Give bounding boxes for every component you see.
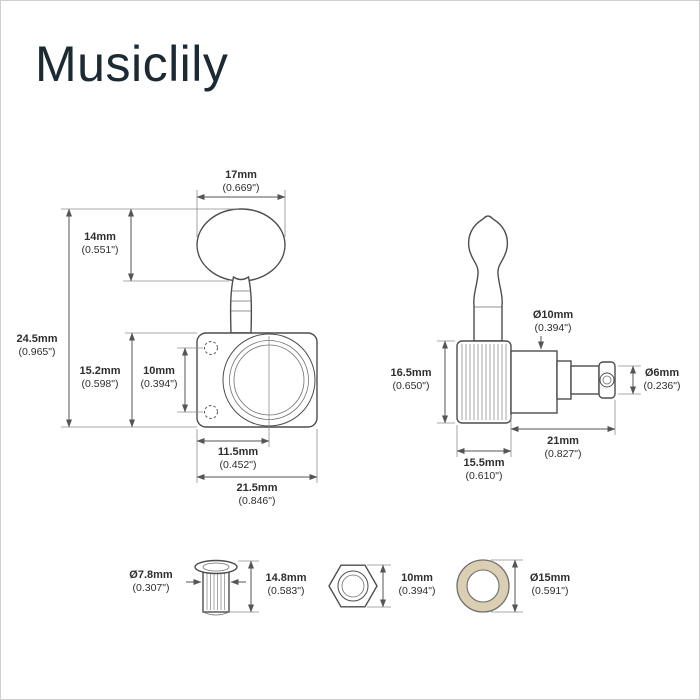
dim-post-dia-mm: Ø6mm: [645, 367, 679, 379]
dim-button-width-inch: (0.669"): [223, 182, 260, 194]
dim-knob-height-mm: 16.5mm: [391, 367, 432, 379]
tuner-stem: [229, 275, 253, 334]
tuner-button-front: [196, 208, 286, 282]
string-post-shaft: [570, 365, 600, 395]
dim-housing-width-mm: 21.5mm: [237, 482, 278, 494]
dim-post-length-inch: (0.827"): [545, 448, 582, 460]
dim-post-length-mm: 21mm: [547, 435, 579, 447]
dim-knob-width-mm: 15.5mm: [464, 457, 505, 469]
ferrule-knurl: [206, 573, 225, 610]
washer-drawing: [456, 559, 510, 613]
string-hole-inner: [602, 375, 612, 385]
screw-hole-bottom: [204, 405, 218, 419]
dim-nut-size-inch: (0.394"): [399, 585, 436, 597]
dim-housing-width-inch: (0.846"): [239, 495, 276, 507]
knurl-lines: [461, 344, 507, 420]
front-dimensions: 17mm (0.669") 14mm (0.551") 24.5mm (0.96…: [17, 169, 318, 507]
screw-hole-top: [204, 341, 218, 355]
hex-nut-drawing: [328, 564, 378, 608]
ferrule-flange-inner: [202, 562, 230, 572]
housing-side: [510, 350, 558, 414]
brand-logo: Musiclily: [35, 36, 229, 92]
dim-ferrule-dia-mm: Ø7.8mm: [129, 569, 173, 581]
nut-hole-inner: [341, 574, 365, 598]
dim-washer-dia-inch: (0.591"): [532, 585, 569, 597]
dim-nut-size-mm: 10mm: [401, 572, 433, 584]
dim-post-dia-inch: (0.236"): [644, 380, 681, 392]
tuner-housing-front: [196, 332, 318, 428]
dim-post-offset-inch: (0.452"): [220, 459, 257, 471]
nut-hole-outer: [337, 570, 369, 602]
washer-inner: [466, 569, 500, 603]
dim-ferrule-height-inch: (0.583"): [268, 585, 305, 597]
front-view: 17mm (0.669") 14mm (0.551") 24.5mm (0.96…: [17, 169, 318, 507]
tuner-button-side: [467, 215, 509, 342]
tuner-side-drawing: [456, 215, 616, 424]
bushing-step: [556, 360, 572, 400]
knurled-knob-side: [456, 340, 512, 424]
ferrule-flange: [194, 559, 238, 575]
dim-bushing-dia-mm: Ø10mm: [533, 309, 574, 321]
dim-button-height-mm: 14mm: [84, 231, 116, 243]
dim-screw-spacing-inch: (0.394"): [141, 378, 178, 390]
dim-button-width-mm: 17mm: [225, 169, 257, 181]
dim-knob-width-inch: (0.610"): [466, 470, 503, 482]
string-post-head: [598, 361, 616, 399]
dim-housing-height-mm: 15.2mm: [80, 365, 121, 377]
string-hole-outer: [599, 372, 615, 388]
dim-washer-dia-mm: Ø15mm: [530, 572, 571, 584]
side-dimensions: Ø10mm (0.394") 16.5mm (0.650") Ø6mm (0.2…: [391, 309, 681, 482]
dim-overall-height-inch: (0.965"): [19, 346, 56, 358]
dim-ferrule-height-mm: 14.8mm: [266, 572, 307, 584]
hardware-row: Ø7.8mm (0.307") 14.8mm (0.583") 10mm (0.…: [129, 559, 571, 616]
side-view: Ø10mm (0.394") 16.5mm (0.650") Ø6mm (0.2…: [391, 215, 681, 482]
dim-housing-height-inch: (0.598"): [82, 378, 119, 390]
dim-bushing-dia-inch: (0.394"): [535, 322, 572, 334]
dim-ferrule-dia-inch: (0.307"): [133, 582, 170, 594]
dim-overall-height-mm: 24.5mm: [17, 333, 58, 345]
dim-screw-spacing-mm: 10mm: [143, 365, 175, 377]
tuner-front-drawing: [196, 208, 318, 447]
dim-knob-height-inch: (0.650"): [393, 380, 430, 392]
hex-nut: [328, 564, 378, 608]
ferrule-bottom: [202, 611, 230, 616]
ferrule-drawing: [194, 559, 238, 616]
dim-button-height-inch: (0.551"): [82, 244, 119, 256]
dim-post-offset-mm: 11.5mm: [218, 446, 259, 458]
